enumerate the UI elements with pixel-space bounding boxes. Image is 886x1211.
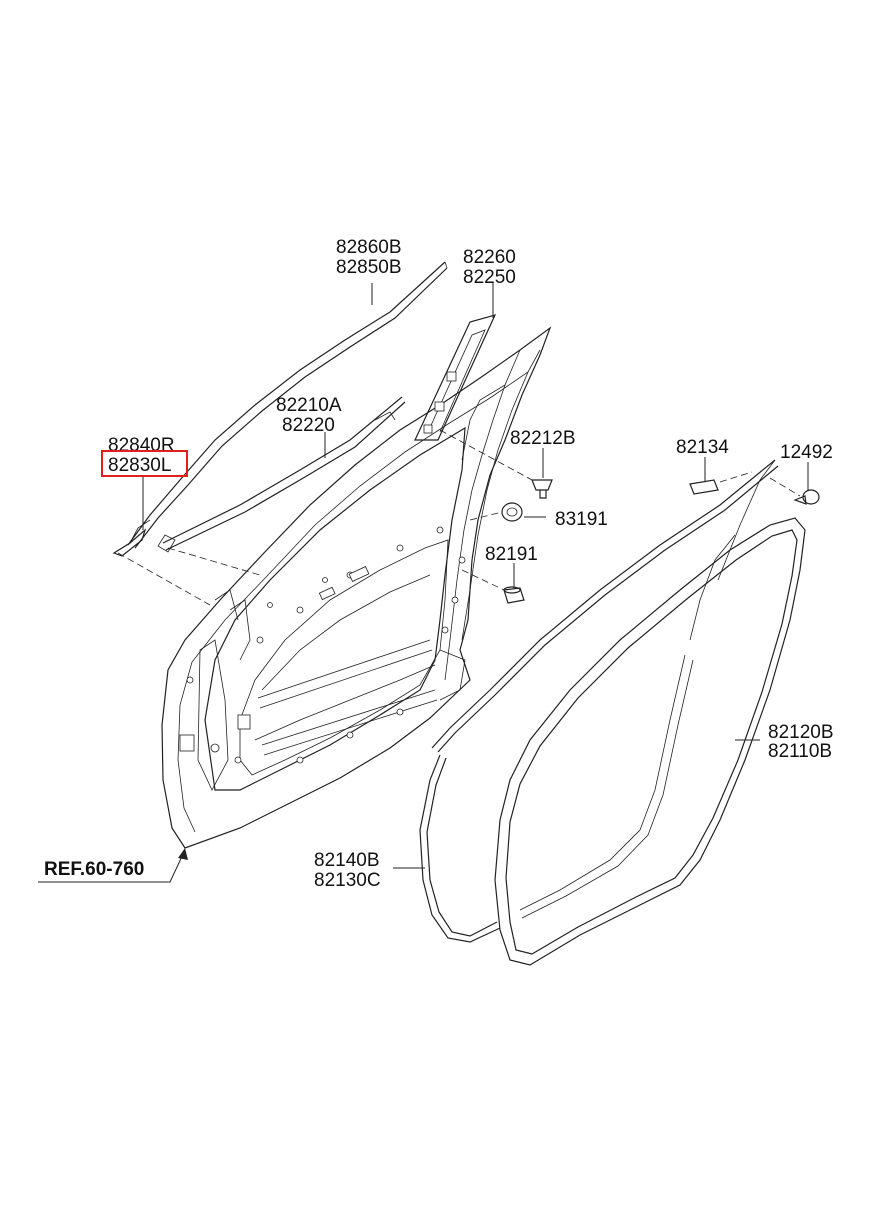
label-82210A: 82210A — [276, 395, 342, 416]
label-12492: 12492 — [780, 442, 833, 463]
label-82120B: 82120B — [768, 722, 834, 743]
label-82220: 82220 — [282, 415, 335, 436]
weatherstrip-82140B — [419, 459, 779, 943]
grommet-83191 — [501, 502, 523, 522]
bracket-82830L — [112, 519, 151, 557]
label-ref-60-760: REF.60-760 — [44, 859, 144, 880]
label-82191: 82191 — [485, 544, 538, 565]
label-82140B: 82140B — [314, 850, 380, 871]
label-82860B: 82860B — [336, 237, 402, 258]
belt-moulding-82210A — [157, 396, 406, 553]
weatherstrip-82120B — [494, 517, 806, 966]
label-82840R: 82840R — [108, 435, 175, 456]
clip-12492 — [793, 489, 820, 505]
screw-82212B — [531, 479, 553, 499]
label-82260: 82260 — [463, 247, 516, 268]
label-82130C: 82130C — [314, 870, 381, 891]
label-83191: 83191 — [555, 509, 608, 530]
label-82110B: 82110B — [768, 741, 832, 762]
label-82134: 82134 — [676, 437, 729, 458]
clip-82134 — [689, 479, 719, 495]
leader-lines — [38, 283, 809, 883]
label-82830L: 82830L — [108, 455, 171, 476]
door-frame — [161, 326, 552, 849]
part-labels: 82860B 82850B 82260 82250 82210A 82220 8… — [44, 237, 834, 891]
reference-lines — [117, 429, 801, 606]
window-channel-82860B — [127, 261, 448, 549]
label-82250: 82250 — [463, 267, 516, 288]
bumper-82191 — [503, 586, 525, 604]
label-82212B: 82212B — [510, 428, 576, 449]
label-82850B: 82850B — [336, 257, 402, 278]
highlight-box-82830L — [101, 450, 188, 477]
pillar-garnish-82260 — [414, 314, 497, 441]
